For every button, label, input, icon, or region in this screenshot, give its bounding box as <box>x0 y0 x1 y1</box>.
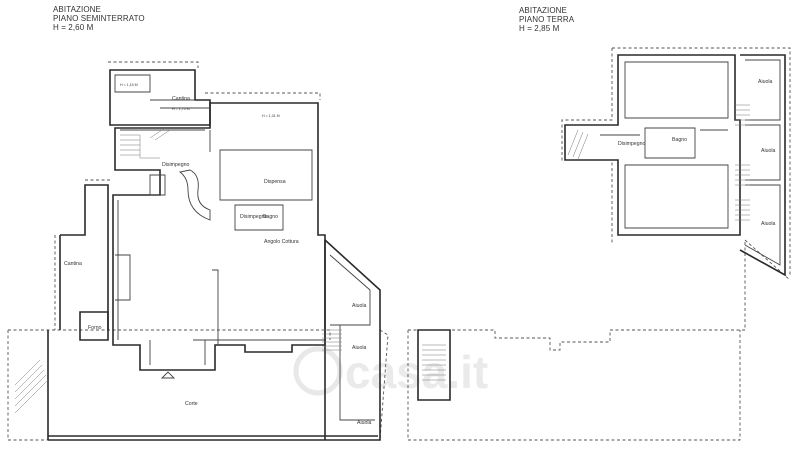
main-block-inner <box>115 129 325 365</box>
door-marker <box>160 371 176 379</box>
basement-plan <box>7 61 389 441</box>
courtyard-inner-wall <box>47 330 381 441</box>
ground-outer-boundary <box>407 47 791 441</box>
basement-plan-height: H = 2,60 M <box>53 23 94 32</box>
cantina-top-walls <box>109 69 211 126</box>
label-aiuola-ground-1: Aiuola <box>758 79 773 85</box>
spiral-stair <box>178 169 211 221</box>
cantina-top-inner <box>114 74 210 109</box>
label-aiuola-ground-2: Aiuola <box>761 148 776 154</box>
label-cantina-left: Cantina <box>64 261 82 267</box>
ground-plan <box>407 47 791 441</box>
label-dispensa: Dispensa <box>264 179 286 185</box>
label-aiuola-basement-2: Aiuola <box>352 345 367 351</box>
ground-stair-block <box>417 329 451 401</box>
cantina-left-dashed <box>54 179 110 330</box>
basement-stair-hatch <box>120 127 171 159</box>
ground-stair-hatch-1 <box>735 104 750 126</box>
watermark-text: casa.it <box>345 346 488 398</box>
ground-west-stair <box>567 129 589 160</box>
ground-plan-header: ABITAZIONE PIANO TERRA H = 2,85 M <box>519 6 574 33</box>
aiuola-east-stair <box>322 329 342 351</box>
label-aiuola-ground-3: Aiuola <box>761 221 776 227</box>
aiuola-east-inner <box>329 254 375 421</box>
label-cantina-top: Cantina <box>172 96 190 102</box>
watermark-logo: casa.it <box>293 346 488 398</box>
label-aiuola-basement-1: Aiuola <box>352 303 367 309</box>
cantina-left-walls <box>59 184 109 330</box>
basement-plan-level: PIANO SEMINTERRATO <box>53 14 145 23</box>
courtyard-stair-hatch <box>14 359 49 414</box>
label-corte: Corte <box>185 401 198 407</box>
basement-plan-title: ABITAZIONE <box>53 5 101 14</box>
ground-plan-level: PIANO TERRA <box>519 15 575 24</box>
label-disimpegno-1: Disimpegno <box>162 162 190 168</box>
label-room-height-3: H = 1,31 M <box>262 114 280 118</box>
ground-courtyard-stair <box>422 344 446 381</box>
cantina-top-dashed <box>108 61 321 100</box>
label-disimpegno-2: Disimpegno <box>240 214 268 220</box>
label-cantina-top-height: H = 1,15 M <box>120 83 138 87</box>
label-angolo-cottura: Angolo Cottura <box>264 239 299 245</box>
ground-plan-title: ABITAZIONE <box>519 6 567 15</box>
ground-stair-hatch-3 <box>735 199 750 221</box>
label-bagno-ground: Bagno <box>672 137 687 143</box>
stair-block <box>149 174 166 196</box>
ground-aiuola-inner <box>744 59 781 266</box>
label-bagno-basement: Bagno <box>263 214 278 220</box>
ground-plan-height: H = 2,85 M <box>519 24 560 33</box>
forno-walls <box>79 311 109 341</box>
ground-stair-hatch-2 <box>735 164 750 186</box>
basement-plan-header: ABITAZIONE PIANO SEMINTERRATO H = 2,60 M <box>53 5 145 32</box>
ground-main-walls <box>564 54 741 236</box>
label-aiuola-basement-3: Aiuola <box>357 420 372 426</box>
label-disimpegno-ground: Disimpegno <box>618 141 646 147</box>
courtyard-boundary <box>7 329 389 441</box>
aiuola-east-walls <box>324 239 381 440</box>
label-cantina-height-2: H = 1,75 M <box>172 107 190 111</box>
ground-aiuola-strip <box>739 54 786 277</box>
label-forno: Forno <box>88 325 102 331</box>
ground-inner-walls <box>600 61 729 229</box>
